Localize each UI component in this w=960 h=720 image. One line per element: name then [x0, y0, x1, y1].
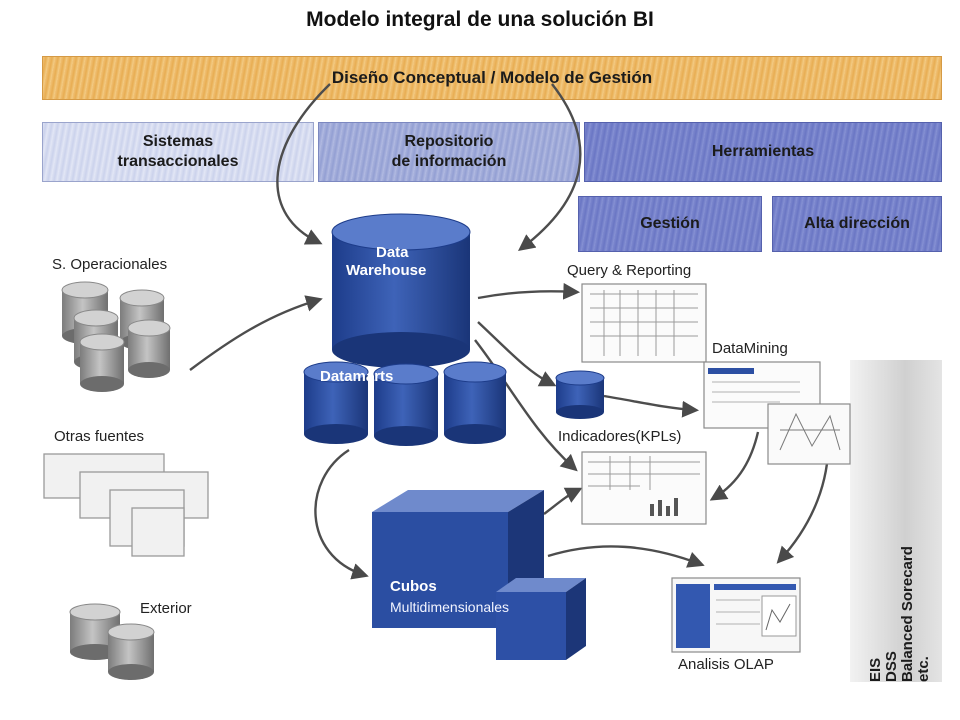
query-reporting-label: Query & Reporting: [567, 262, 692, 279]
balanced-scorecard-label: Balanced Sorecard: [899, 546, 916, 682]
arrow-warehouse-to-kpis: [474, 339, 578, 472]
arrow-conceptual-to-warehouse-right: [517, 83, 582, 252]
data-warehouse-cylinder: [331, 213, 471, 368]
eis-label: EIS: [867, 657, 884, 682]
conceptual-design-label: Diseño Conceptual / Modelo de Gestión: [331, 68, 653, 88]
datamining-screens: [703, 361, 851, 465]
other-sources-sheets: [43, 453, 209, 557]
arrow-sources-to-warehouse: [189, 295, 323, 371]
query-reporting-sheet: [581, 283, 707, 363]
multidimensional-label: Multidimensionales: [390, 599, 510, 615]
top-management-label: Alta dirección: [804, 215, 910, 232]
information-repository-band: Repositorio de información: [318, 122, 580, 182]
db-cylinder: [107, 623, 155, 680]
tools-band: Herramientas: [584, 122, 942, 182]
page-title: Modelo integral de una solución BI: [306, 8, 654, 31]
arrow-datamarts-to-cubes: [314, 448, 369, 580]
transactional-systems-band: Sistemas transaccionales: [42, 122, 314, 182]
operational-systems-label: S. Operacionales: [52, 256, 168, 273]
data-warehouse-label-line1: Data: [376, 244, 409, 261]
db-cylinder: [69, 603, 121, 660]
arrow-warehouse-to-small-db: [477, 321, 557, 387]
small-db-cylinder: [555, 370, 605, 419]
external-sources-cylinders: [69, 603, 155, 680]
datamart-cylinder: [373, 363, 439, 446]
flow-arrows: [189, 83, 830, 580]
olap-analysis-label: Analisis OLAP: [678, 656, 774, 673]
decision-tools-shade: [850, 360, 942, 682]
management-band: Gestión: [578, 196, 762, 252]
olap-screens: [671, 577, 801, 653]
data-warehouse-label: Data Warehouse: [346, 244, 426, 280]
arrow-warehouse-to-query: [477, 282, 581, 300]
arrow-conceptual-to-warehouse: [276, 83, 331, 245]
arrow-small-db-to-datamining: [603, 394, 700, 418]
arrow-cubes-to-olap: [547, 545, 705, 568]
operational-systems-cylinders: [61, 281, 171, 392]
db-cylinder: [79, 333, 125, 392]
datamarts-label: Datamarts: [320, 368, 394, 385]
cubes-label: Cubos: [390, 578, 437, 595]
kpis-sheet: [581, 451, 707, 525]
top-management-band: Alta dirección: [772, 196, 942, 252]
olap-cube-small: [496, 578, 586, 660]
datamart-cylinder: [443, 361, 507, 444]
information-repository-label-line2: de información: [391, 153, 507, 170]
transactional-systems-label-line1: Sistemas: [142, 133, 214, 150]
decision-tools-vertical-labels: EIS DSS Balanced Sorecard etc.: [867, 546, 932, 682]
conceptual-design-band: Diseño Conceptual / Modelo de Gestión: [42, 56, 942, 100]
sheet: [131, 507, 185, 557]
management-label: Gestión: [640, 215, 700, 232]
db-cylinder: [127, 319, 171, 378]
dss-label: DSS: [883, 651, 900, 682]
kpis-label: Indicadores(KPLs): [558, 428, 682, 445]
transactional-systems-label-line2: transaccionales: [117, 153, 239, 170]
external-label: Exterior: [140, 600, 192, 617]
datamart-cylinder: [303, 361, 369, 444]
information-repository-label-line1: Repositorio: [404, 133, 494, 150]
tools-label: Herramientas: [711, 143, 815, 160]
datamining-label: DataMining: [712, 340, 788, 357]
etc-label: etc.: [915, 656, 932, 682]
datamarts-cylinders: [303, 361, 507, 446]
arrow-datamining-to-kpis: [709, 431, 760, 501]
arrow-cubes-to-kpis: [543, 487, 583, 515]
other-sources-label: Otras fuentes: [54, 428, 145, 445]
data-warehouse-label-line2: Warehouse: [346, 262, 427, 279]
